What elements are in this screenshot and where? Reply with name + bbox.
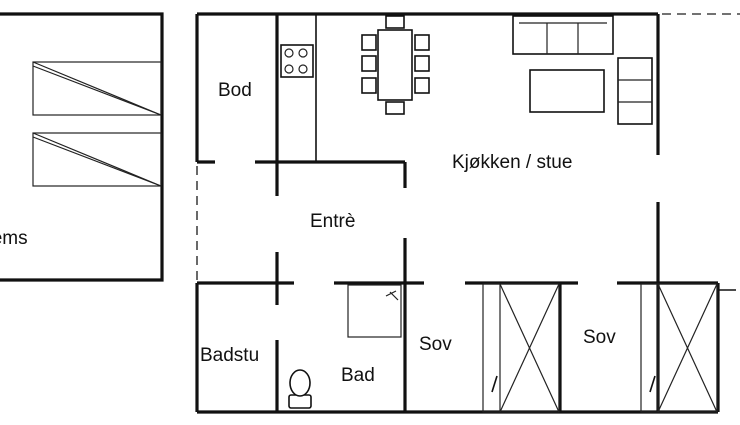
loft-stair-lower xyxy=(32,132,162,187)
room-label-sov-2: Sov xyxy=(583,327,616,348)
room-label-kjokken-stue: Kjøkken / stue xyxy=(452,152,573,173)
room-label-hems: Hems xyxy=(0,228,28,249)
hems-block xyxy=(0,12,164,282)
room-label-badstu: Badstu xyxy=(200,345,260,366)
room-label-sov-1: Sov xyxy=(419,334,452,355)
wardrobe-1 xyxy=(482,283,560,413)
room-label-entre: Entrè xyxy=(310,211,356,232)
kitchen-counter xyxy=(280,44,314,78)
loft-stair-upper xyxy=(32,61,162,116)
living-furniture xyxy=(512,15,653,125)
interior-walls xyxy=(197,14,718,412)
toilet xyxy=(288,369,312,409)
wardrobe-2 xyxy=(640,283,718,413)
dining-table xyxy=(361,15,430,115)
shower xyxy=(347,284,402,338)
room-label-bad: Bad xyxy=(341,365,375,386)
room-label-bod: Bod xyxy=(218,80,252,101)
